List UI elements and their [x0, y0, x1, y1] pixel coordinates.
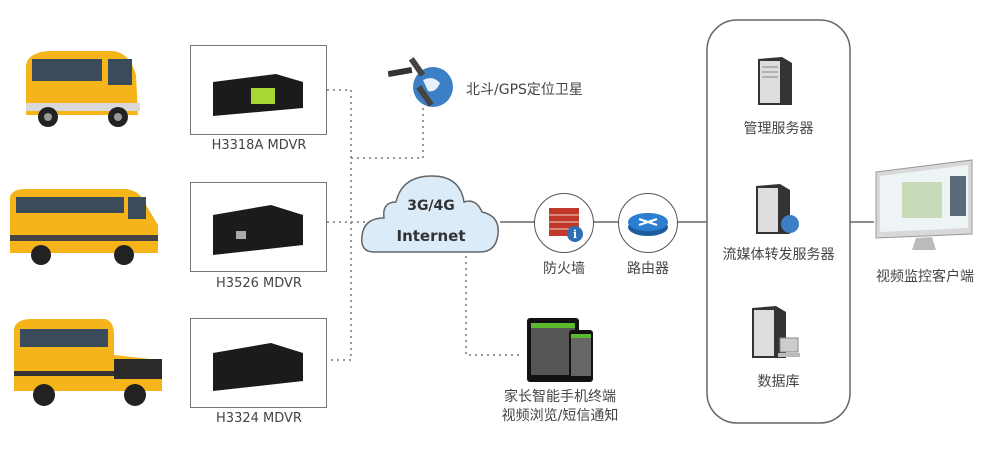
device-box-h3526 — [190, 182, 327, 272]
school-bus-3-image — [14, 319, 162, 406]
server-label: 数据库 — [757, 374, 800, 390]
device-box-h3324 — [190, 318, 327, 408]
server-tower-icon — [758, 57, 792, 105]
router-icon — [628, 213, 668, 236]
streaming-server-icon — [756, 184, 799, 234]
client-label: 视频监控客户端 — [876, 269, 974, 285]
device-label: H3526 MDVR — [216, 276, 302, 291]
router-label: 路由器 — [627, 261, 669, 277]
router-node — [618, 193, 678, 253]
svg-text:i: i — [573, 228, 577, 241]
database-server-icon — [752, 306, 800, 358]
server-label: 管理服务器 — [743, 121, 814, 137]
mobile-line2: 视频浏览/短信通知 — [501, 408, 619, 424]
server-group-frame — [706, 19, 851, 424]
internet-cloud-icon — [361, 175, 499, 253]
device-label: H3324 MDVR — [216, 411, 302, 426]
cloud-line1: 3G/4G — [407, 198, 455, 214]
satellite-label: 北斗/GPS定位卫星 — [466, 82, 583, 98]
monitor-client-icon — [875, 159, 973, 250]
mobile-line1: 家长智能手机终端 — [504, 389, 616, 405]
dotted-satellite-link — [351, 108, 424, 159]
firewall-node: i — [534, 193, 594, 253]
school-bus-1-image — [26, 51, 140, 127]
firewall-icon: i — [549, 208, 583, 242]
cloud-line2: Internet — [396, 227, 466, 245]
satellite-globe-icon — [388, 57, 453, 107]
mdvr-device-icon — [213, 343, 303, 391]
school-bus-2-image — [10, 189, 158, 265]
mdvr-device-icon — [213, 205, 303, 255]
firewall-label: 防火墙 — [543, 261, 585, 277]
device-label: H3318A MDVR — [211, 138, 307, 153]
dotted-mobile-link — [465, 256, 522, 356]
tablet-phone-icon — [527, 318, 593, 382]
server-label: 流媒体转发服务器 — [722, 247, 835, 263]
device-box-h3318a — [190, 45, 327, 135]
dotted-device-bus — [327, 89, 352, 361]
mdvr-device-icon — [213, 74, 303, 116]
